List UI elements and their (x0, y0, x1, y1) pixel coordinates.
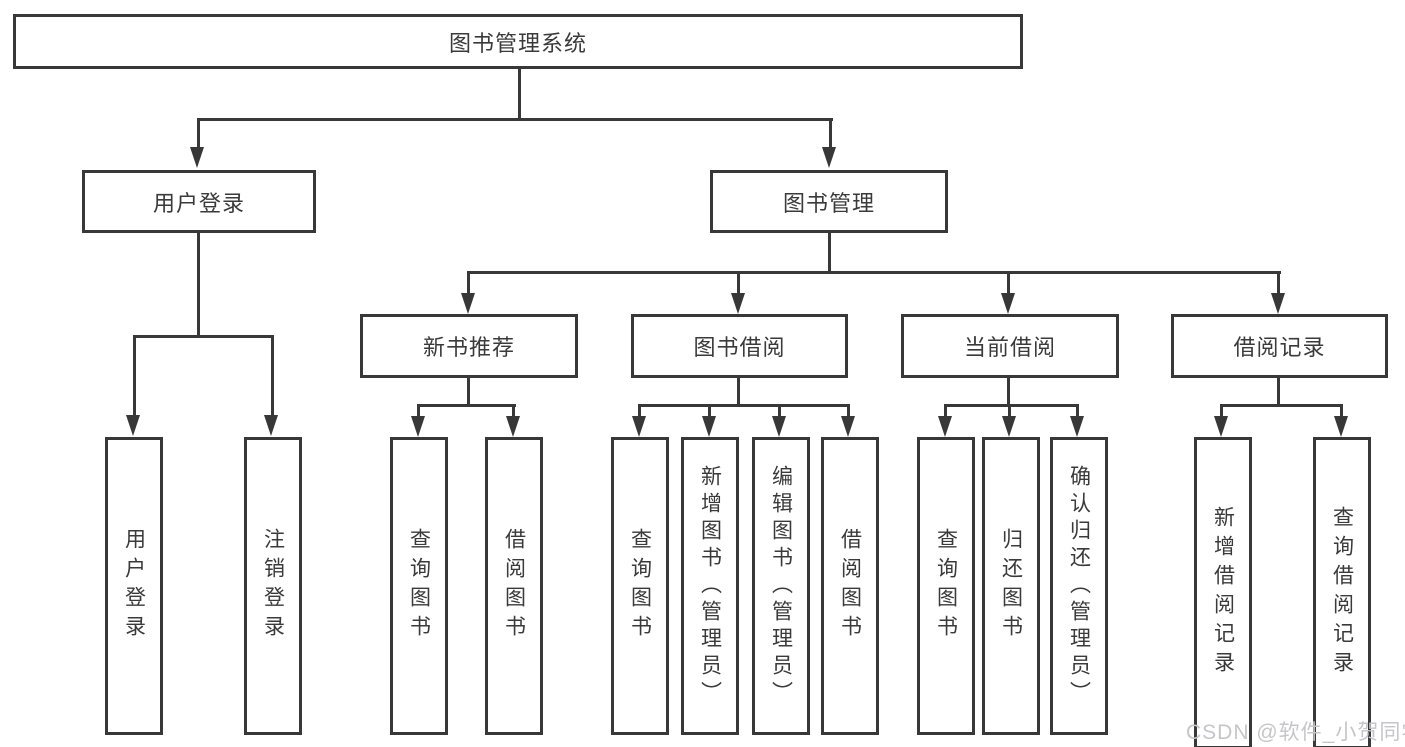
connector-line (778, 404, 781, 417)
node-return-books: 归还图书 (982, 437, 1040, 735)
connector-line (828, 230, 831, 274)
connector-line (944, 404, 947, 417)
arrowhead-down-icon (938, 416, 952, 437)
node-user-login-leaf: 用户登录 (105, 437, 163, 735)
connector-line (197, 118, 833, 121)
node-user-login: 用户登录 (82, 170, 316, 233)
node-query-books-recommend: 查询图书 (390, 437, 448, 735)
connector-line (467, 271, 470, 294)
node-query-books-current: 查询图书 (917, 437, 975, 735)
connector-line (708, 404, 711, 417)
connector-line (1007, 271, 1010, 294)
connector-line (1007, 375, 1010, 406)
connector-line (197, 230, 200, 337)
connector-line (1340, 404, 1343, 417)
node-add-borrow-record: 新增借阅记录 (1194, 437, 1252, 747)
node-current-borrow: 当前借阅 (901, 314, 1119, 378)
connector-line (1008, 404, 1011, 417)
connector-line (1076, 404, 1079, 417)
node-book-borrow: 图书借阅 (631, 314, 848, 378)
arrowhead-down-icon (461, 293, 475, 314)
connector-line (271, 335, 274, 416)
connector-line (133, 335, 273, 338)
node-borrow-records: 借阅记录 (1171, 314, 1388, 378)
arrowhead-down-icon (190, 147, 204, 168)
connector-line (512, 404, 515, 417)
arrowhead-down-icon (822, 147, 836, 168)
connector-line (197, 118, 200, 148)
connector-line (518, 68, 521, 120)
node-borrow-books-recommend: 借阅图书 (485, 437, 543, 735)
arrowhead-down-icon (126, 415, 140, 436)
arrowhead-down-icon (1070, 416, 1084, 437)
arrowhead-down-icon (772, 416, 786, 437)
node-edit-book-admin: 编辑图书（管理员） (752, 437, 810, 735)
connector-line (1220, 404, 1223, 417)
arrowhead-down-icon (1001, 293, 1015, 314)
connector-line (467, 375, 470, 406)
connector-line (829, 118, 832, 148)
node-add-book-admin: 新增图书（管理员） (681, 437, 739, 735)
connector-line (944, 404, 1078, 407)
arrowhead-down-icon (411, 416, 425, 437)
connector-line (847, 404, 850, 417)
connector-line (1220, 404, 1343, 407)
connector-line (417, 404, 420, 417)
arrowhead-down-icon (702, 416, 716, 437)
connector-line (133, 335, 136, 416)
arrowhead-down-icon (1214, 416, 1228, 437)
connector-line (1277, 375, 1280, 406)
arrowhead-down-icon (506, 416, 520, 437)
connector-line (467, 271, 1281, 274)
arrowhead-down-icon (1271, 293, 1285, 314)
connector-line (737, 375, 740, 406)
connector-line (638, 404, 641, 417)
node-borrow-books-leaf: 借阅图书 (821, 437, 879, 735)
node-new-book-recommend: 新书推荐 (360, 314, 578, 378)
arrowhead-down-icon (632, 416, 646, 437)
arrowhead-down-icon (1334, 416, 1348, 437)
arrowhead-down-icon (731, 293, 745, 314)
arrowhead-down-icon (1002, 416, 1016, 437)
arrowhead-down-icon (264, 415, 278, 436)
node-confirm-return-admin: 确认归还（管理员） (1050, 437, 1108, 735)
node-logout-leaf: 注销登录 (244, 437, 302, 735)
node-query-books-borrow: 查询图书 (611, 437, 669, 735)
connector-line (638, 404, 850, 407)
node-query-borrow-record: 查询借阅记录 (1313, 437, 1371, 747)
connector-line (417, 404, 516, 407)
connector-line (1277, 271, 1280, 294)
watermark: CSDN @软件_小贺同学 (1186, 721, 1405, 744)
arrowhead-down-icon (841, 416, 855, 437)
node-root: 图书管理系统 (13, 14, 1023, 69)
connector-line (737, 271, 740, 294)
node-book-management: 图书管理 (710, 170, 948, 233)
